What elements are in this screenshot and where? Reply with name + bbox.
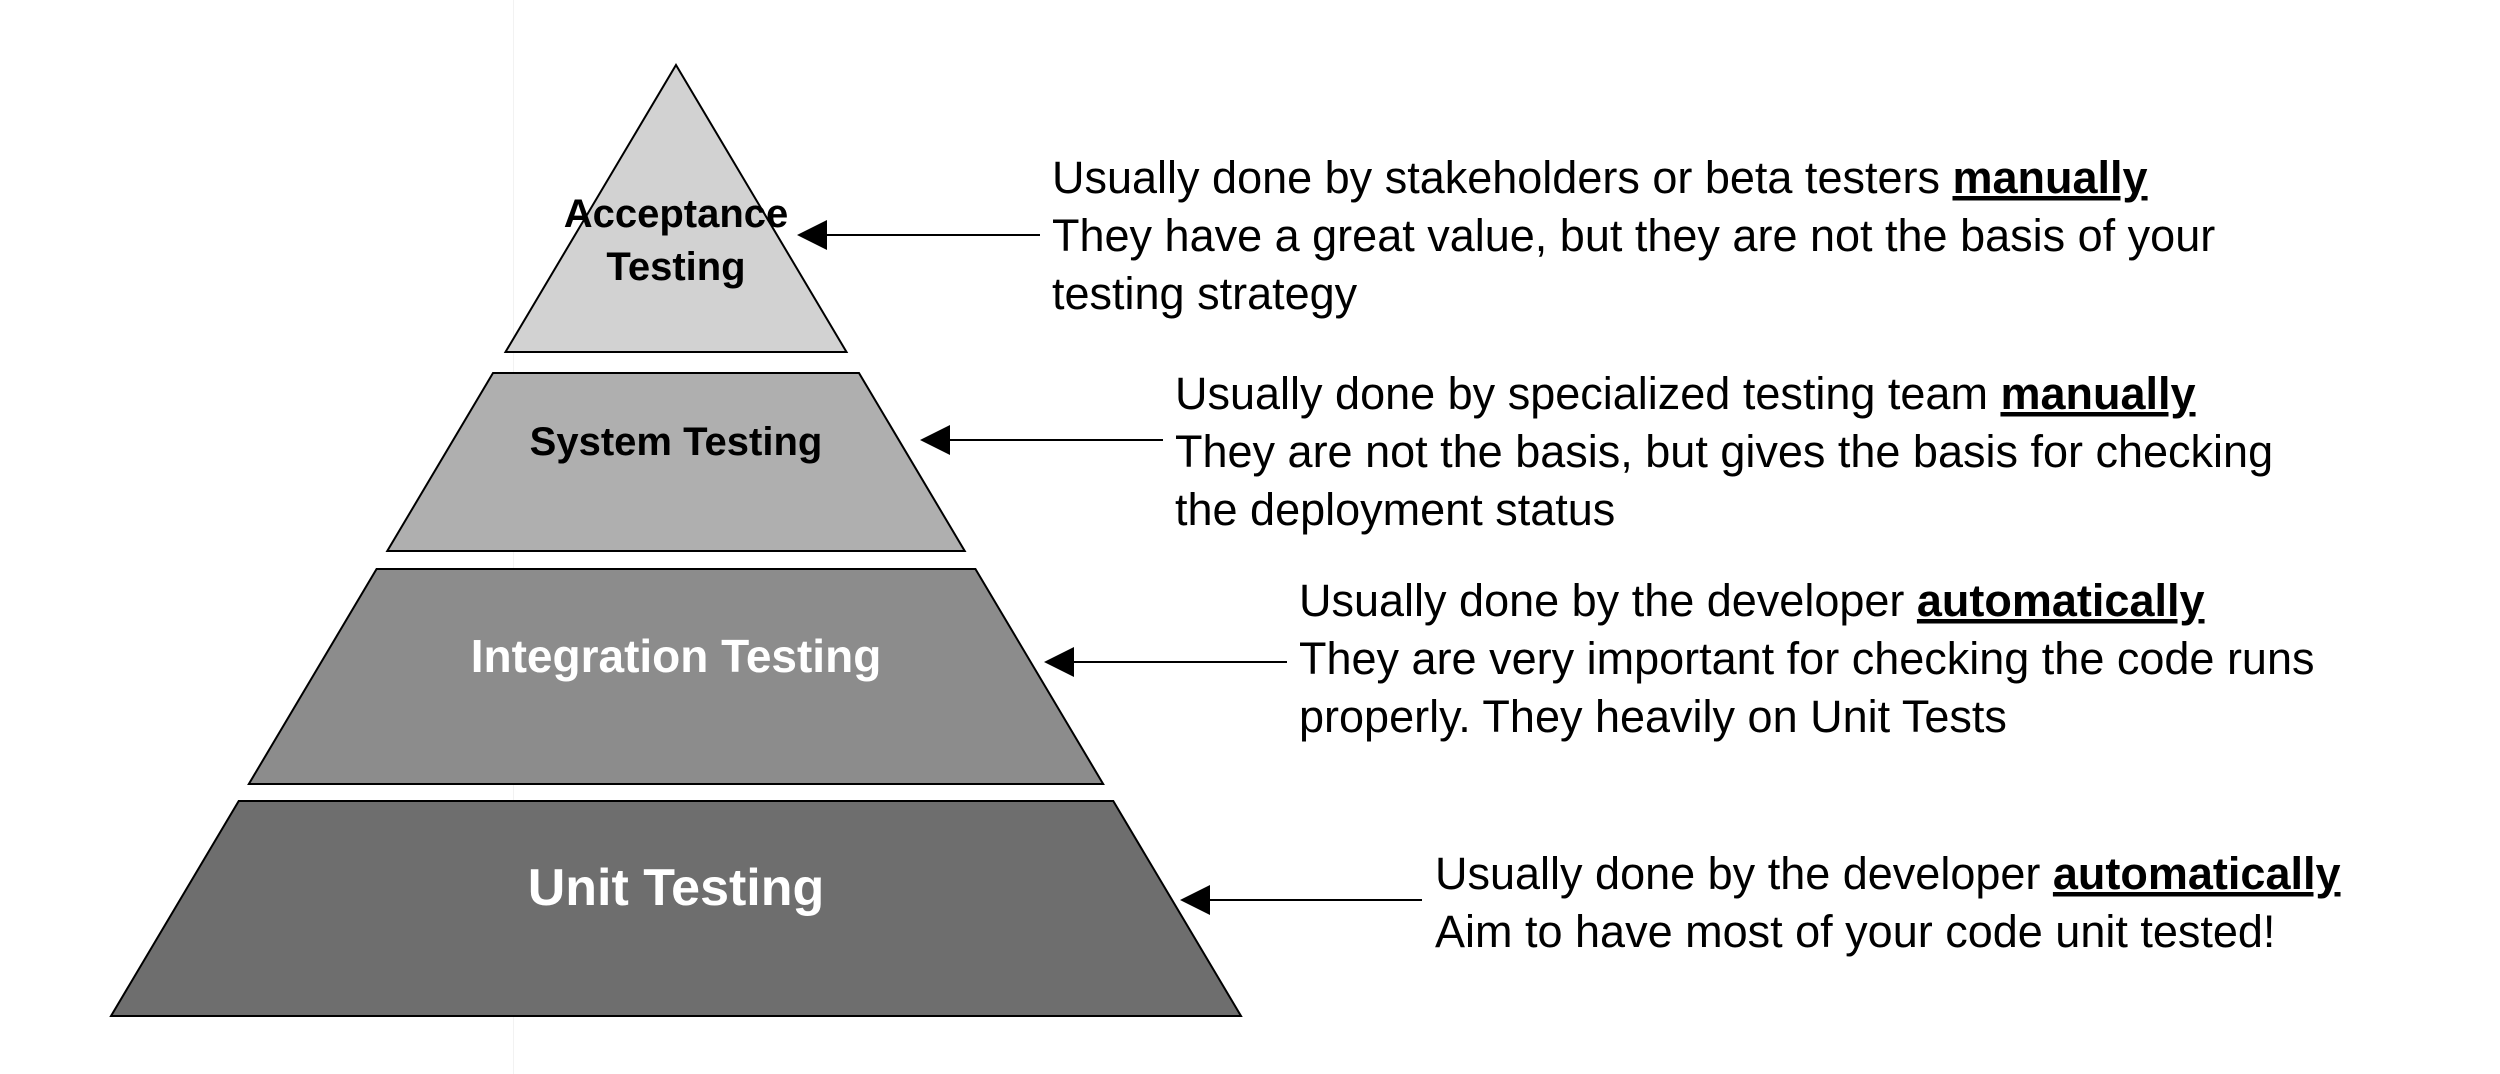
description-line: They are very important for checking the… xyxy=(1299,633,2315,684)
emphasis-keyword: automatically xyxy=(1917,575,2205,626)
description-line: They have a great value, but they are no… xyxy=(1052,210,2215,261)
tier-label: Integration Testing xyxy=(471,630,882,682)
description-text: Usually done by the developer xyxy=(1435,848,2053,899)
description-text: Aim to have most of your code unit teste… xyxy=(1435,906,2275,957)
tier-label: Acceptance xyxy=(564,192,789,236)
pyramid-tier-4 xyxy=(109,800,1243,1017)
description-line: properly. They heavily on Unit Tests xyxy=(1299,691,2007,742)
description-text: the deployment status xyxy=(1175,484,1615,535)
description-text: They are very important for checking the… xyxy=(1299,633,2315,684)
pyramid-tier-3 xyxy=(247,568,1105,785)
description-line: Usually done by specialized testing team… xyxy=(1175,368,2196,419)
pointer-arrows xyxy=(797,220,1422,915)
emphasis-keyword: manually xyxy=(2000,368,2195,419)
pyramid-tier-1 xyxy=(503,63,849,353)
arrowhead-icon xyxy=(797,220,827,250)
description-line: Aim to have most of your code unit teste… xyxy=(1435,906,2275,957)
description-line: Usually done by the developer automatica… xyxy=(1299,575,2205,626)
description-line: Usually done by stakeholders or beta tes… xyxy=(1052,152,2148,203)
tier-label: System Testing xyxy=(530,420,823,464)
tier-descriptions: Usually done by stakeholders or beta tes… xyxy=(1052,152,2341,957)
arrowhead-icon xyxy=(920,425,950,455)
tier-label: Unit Testing xyxy=(528,859,825,917)
description-line: They are not the basis, but gives the ba… xyxy=(1175,426,2273,477)
arrowhead-icon xyxy=(1180,885,1210,915)
description-line: Usually done by the developer automatica… xyxy=(1435,848,2341,899)
tier-label: Testing xyxy=(606,245,745,289)
emphasis-keyword: automatically xyxy=(2053,848,2341,899)
emphasis-keyword: manually xyxy=(1952,152,2147,203)
pyramid-tier-2 xyxy=(385,372,967,552)
description-line: the deployment status xyxy=(1175,484,1615,535)
description-text: Usually done by stakeholders or beta tes… xyxy=(1052,152,1952,203)
description-text: Usually done by specialized testing team xyxy=(1175,368,2000,419)
description-text: Usually done by the developer xyxy=(1299,575,1917,626)
description-text: testing strategy xyxy=(1052,268,1358,319)
description-line: testing strategy xyxy=(1052,268,1358,319)
description-text: They are not the basis, but gives the ba… xyxy=(1175,426,2273,477)
description-text: They have a great value, but they are no… xyxy=(1052,210,2215,261)
description-text: properly. They heavily on Unit Tests xyxy=(1299,691,2007,742)
arrowhead-icon xyxy=(1044,647,1074,677)
